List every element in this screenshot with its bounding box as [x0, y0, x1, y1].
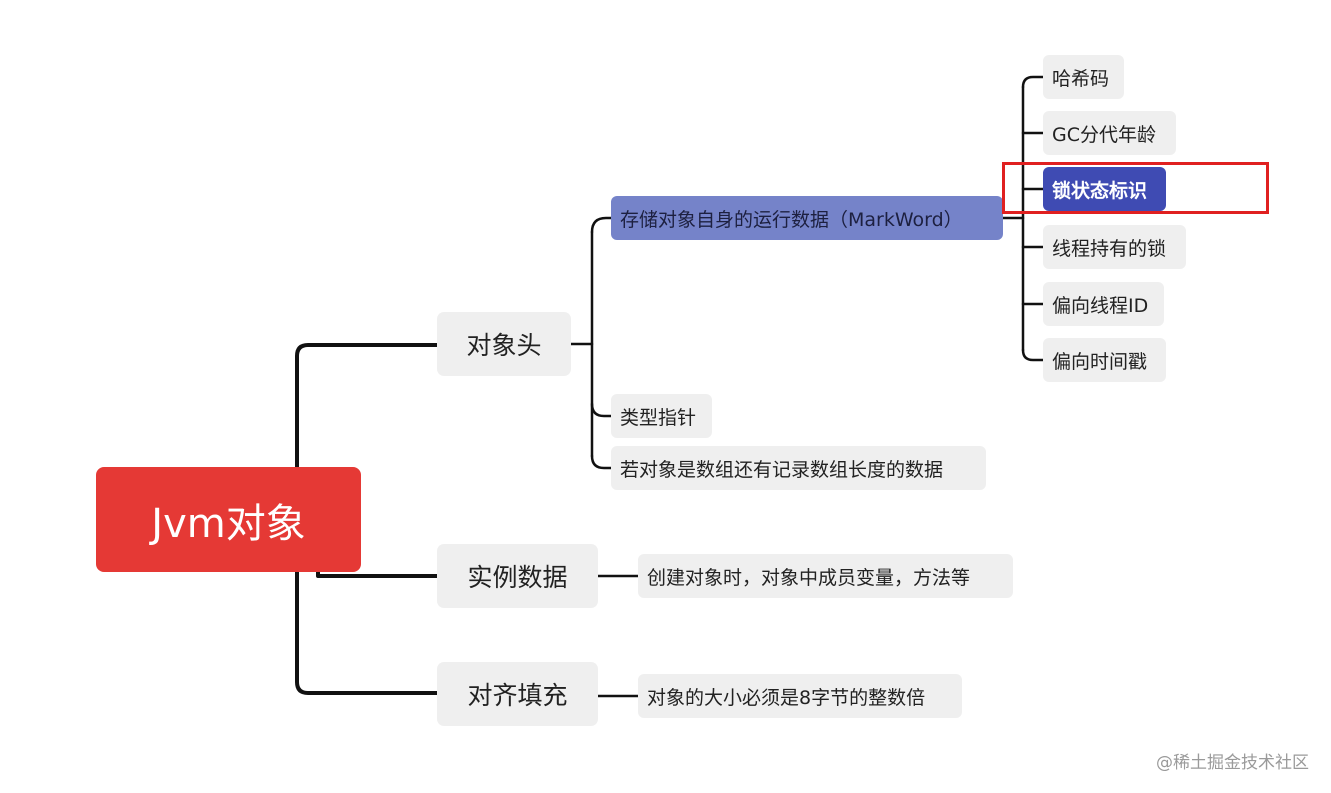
- markword-node[interactable]: 存储对象自身的运行数据（MarkWord）: [611, 196, 1003, 240]
- watermark: @稀土掘金技术社区: [1156, 753, 1309, 773]
- array-length-label: 若对象是数组还有记录数组长度的数据: [620, 458, 944, 481]
- markword-item-thread-lock[interactable]: 线程持有的锁: [1043, 225, 1186, 269]
- type-pointer-label: 类型指针: [620, 406, 697, 429]
- instance-data-label: 实例数据: [467, 563, 568, 592]
- markword-item-label: 线程持有的锁: [1052, 237, 1167, 260]
- markword-item-gc-age[interactable]: GC分代年龄: [1043, 111, 1176, 155]
- padding-node[interactable]: 对齐填充: [437, 662, 598, 726]
- header-node[interactable]: 对象头: [437, 312, 571, 376]
- padding-detail-node[interactable]: 对象的大小必须是8字节的整数倍: [638, 674, 962, 718]
- padding-detail-label: 对象的大小必须是8字节的整数倍: [647, 686, 926, 709]
- instance-data-detail-node[interactable]: 创建对象时，对象中成员变量，方法等: [638, 554, 1013, 598]
- markword-item-label: GC分代年龄: [1052, 123, 1156, 146]
- markword-item-biased-thread-id[interactable]: 偏向线程ID: [1043, 282, 1164, 326]
- root-label: Jvm对象: [151, 500, 306, 547]
- markword-item-lock-state[interactable]: 锁状态标识: [1043, 167, 1166, 211]
- markword-item-biased-timestamp[interactable]: 偏向时间戳: [1043, 338, 1166, 382]
- markword-item-hashcode[interactable]: 哈希码: [1043, 55, 1124, 99]
- instance-data-node[interactable]: 实例数据: [437, 544, 598, 608]
- type-pointer-node[interactable]: 类型指针: [611, 394, 712, 438]
- array-length-node[interactable]: 若对象是数组还有记录数组长度的数据: [611, 446, 986, 490]
- padding-label: 对齐填充: [467, 681, 568, 710]
- markword-item-label: 锁状态标识: [1052, 179, 1148, 202]
- markword-item-label: 哈希码: [1052, 67, 1110, 90]
- header-label: 对象头: [466, 331, 542, 360]
- highlight-frame: [1002, 162, 1269, 214]
- markword-item-label: 偏向时间戳: [1052, 350, 1148, 373]
- instance-data-detail-label: 创建对象时，对象中成员变量，方法等: [647, 566, 971, 589]
- markword-item-label: 偏向线程ID: [1052, 294, 1149, 317]
- markword-label: 存储对象自身的运行数据（MarkWord）: [620, 208, 963, 231]
- root-node[interactable]: Jvm对象: [96, 467, 361, 572]
